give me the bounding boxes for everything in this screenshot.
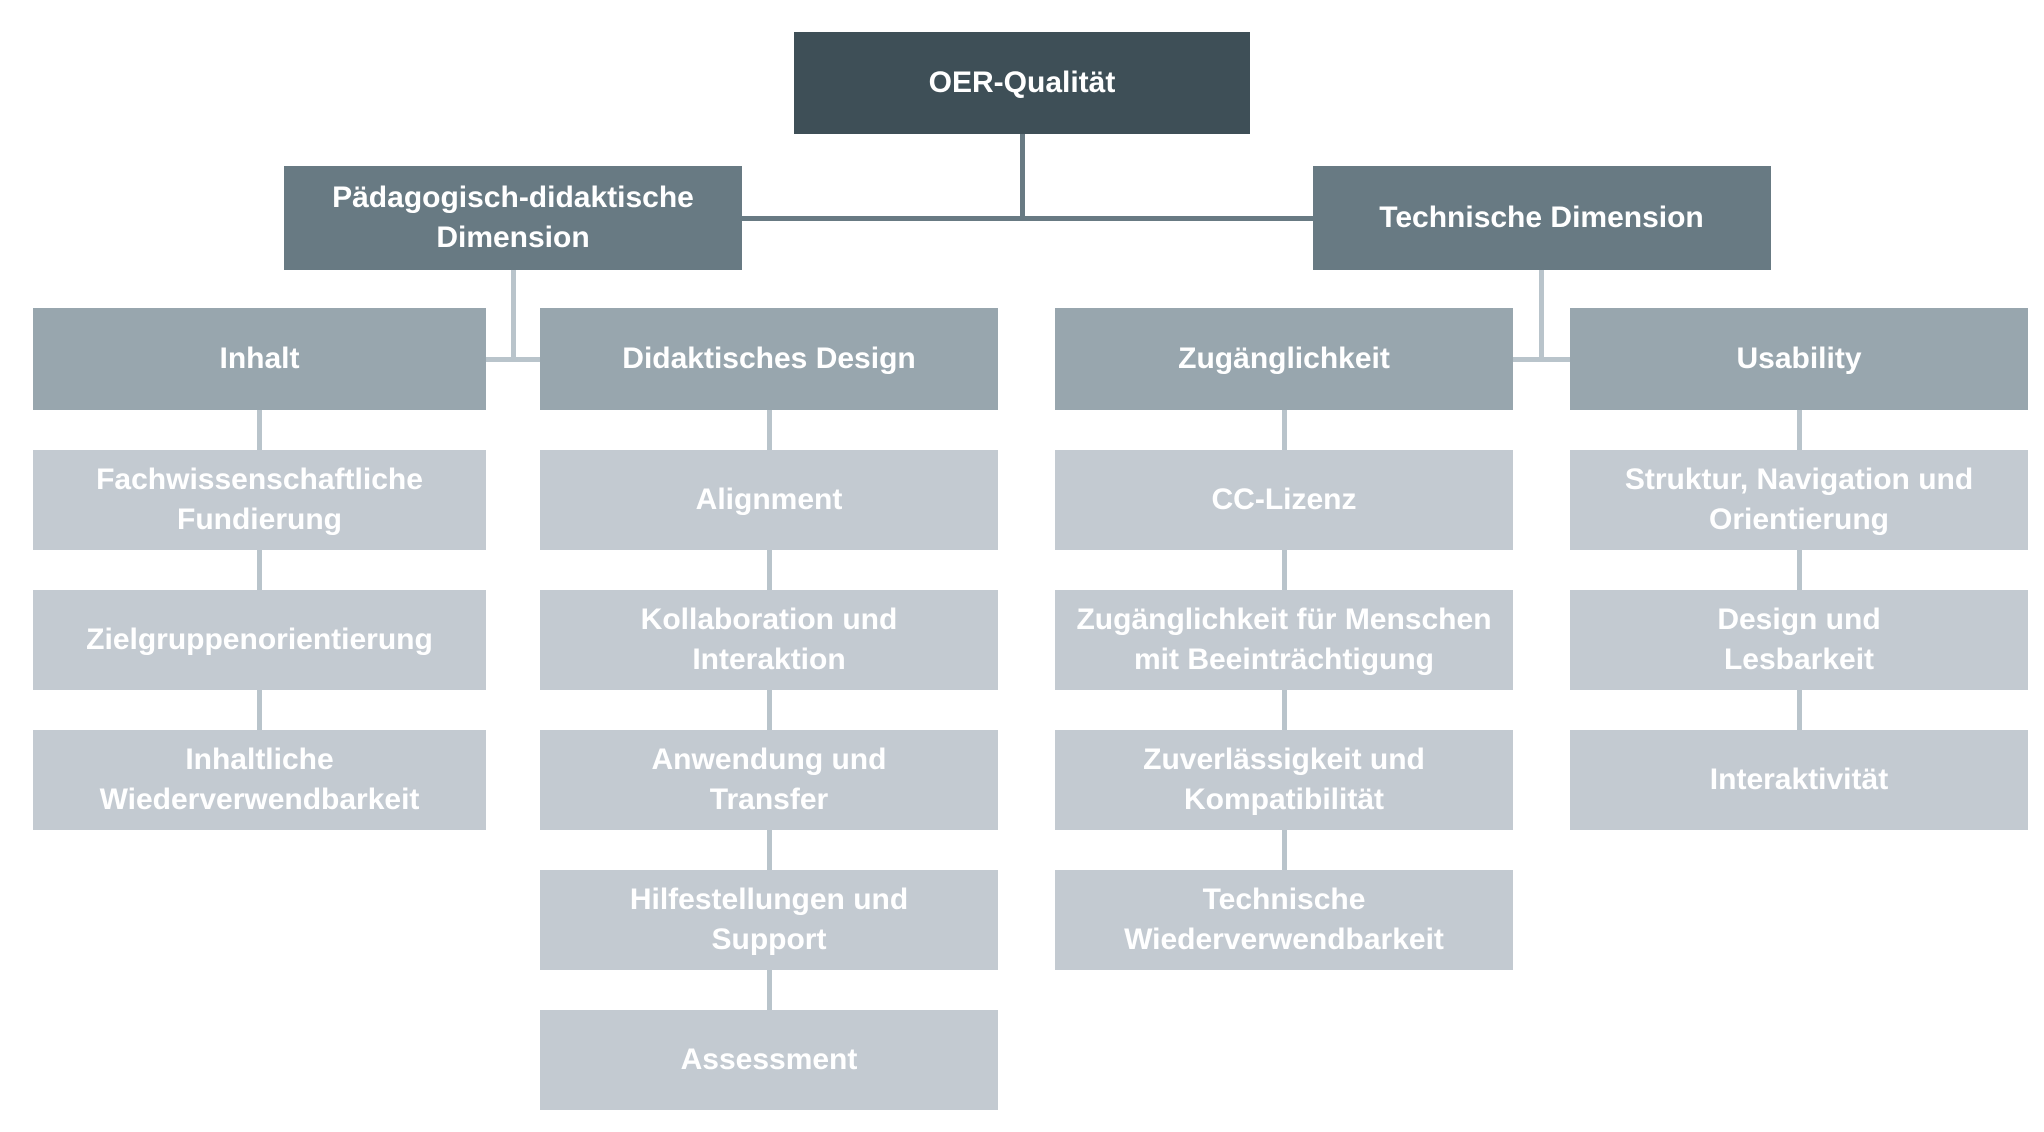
node-label-line: OER-Qualität <box>928 66 1116 99</box>
node-label-line: Assessment <box>680 1043 858 1076</box>
node-label-line: Kompatibilität <box>1184 783 1384 816</box>
connector-dim-0-vertical <box>510 270 516 362</box>
node-label-line: Pädagogisch-didaktische <box>332 181 694 214</box>
node-label-line: Support <box>711 923 827 956</box>
node-label-line: Struktur, Navigation und <box>1624 463 1974 496</box>
criterion-box-3-2: Interaktivität <box>1570 730 2028 830</box>
node-label-line: CC-Lizenz <box>1211 483 1357 516</box>
category-header-2: Zugänglichkeit <box>1055 308 1513 410</box>
connector-dim-1-horizontal <box>1513 356 1570 362</box>
node-label-line: Kollaboration und <box>640 603 898 636</box>
connector-col-2-0 <box>1281 410 1287 450</box>
node-label-line: Dimension <box>436 221 590 254</box>
connector-col-1-0 <box>766 410 772 450</box>
node-label-line: mit Beeinträchtigung <box>1133 643 1434 676</box>
node-label-line: Interaktivität <box>1709 763 1889 796</box>
dimension-node-1: Technische Dimension <box>1312 166 1771 270</box>
criterion-box-1-4: Assessment <box>540 1010 998 1110</box>
connector-dim-1-vertical <box>1539 270 1544 362</box>
node-label-line: Technische Dimension <box>1379 201 1704 234</box>
node-label-line: Usability <box>1736 342 1862 375</box>
node-label-line: Transfer <box>709 783 829 816</box>
connector-col-1-1 <box>766 550 772 590</box>
connector-col-1-2 <box>766 690 772 730</box>
criterion-box-2-1: Zugänglichkeit für Menschen mit Beeinträc… <box>1055 590 1513 690</box>
node-label-line: Interaktion <box>692 643 846 676</box>
node-label-line: Inhaltliche <box>185 743 334 776</box>
connector-col-0-0 <box>257 410 262 450</box>
node-label-line: Inhalt <box>219 342 300 375</box>
connector-col-2-3 <box>1281 830 1287 870</box>
node-label-line: Technische <box>1202 883 1366 916</box>
node-label-line: Orientierung <box>1708 503 1889 536</box>
connector-col-1-3 <box>766 830 772 870</box>
node-label-line: Fachwissenschaftliche <box>96 463 423 496</box>
connector-col-0-1 <box>257 550 262 590</box>
node-label-line: Zugänglichkeit für Menschen <box>1076 603 1492 636</box>
criterion-box-2-0: CC-Lizenz <box>1055 450 1513 550</box>
node-label-line: Design und <box>1717 603 1881 636</box>
category-header-0: Inhalt <box>33 308 486 410</box>
connector-col-0-2 <box>257 690 262 730</box>
connector-col-1-4 <box>766 970 772 1010</box>
node-label-line: Wiederverwendbarkeit <box>1124 923 1444 956</box>
connector-root-vertical <box>1019 134 1025 221</box>
connector-col-3-0 <box>1796 410 1802 450</box>
node-label-line: Zielgruppenorientierung <box>86 623 433 656</box>
connector-col-2-2 <box>1281 690 1287 730</box>
node-label-line: Zugänglichkeit <box>1178 342 1390 375</box>
node-label-line: Wiederverwendbarkeit <box>99 783 420 816</box>
category-header-3: Usability <box>1570 308 2028 410</box>
connector-dim-0-horizontal <box>486 356 540 362</box>
node-label-line: Alignment <box>695 483 843 516</box>
category-header-1: Didaktisches Design <box>540 308 998 410</box>
node-label-line: Lesbarkeit <box>1723 643 1875 676</box>
node-label-line: Fundierung <box>177 503 342 536</box>
node-label-line: Zuverlässigkeit und <box>1143 743 1425 776</box>
connector-col-3-1 <box>1796 550 1802 590</box>
criterion-box-0-1: Zielgruppenorientierung <box>33 590 486 690</box>
connector-root-horizontal <box>742 215 1313 221</box>
node-label-line: Didaktisches Design <box>622 342 916 375</box>
connector-col-2-1 <box>1281 550 1287 590</box>
node-label-line: Hilfestellungen und <box>629 883 909 916</box>
node-label-line: Anwendung und <box>651 743 887 776</box>
root-node-oer-qualitaet: OER-Qualität <box>794 32 1250 134</box>
connector-col-3-2 <box>1796 690 1802 730</box>
criterion-box-1-0: Alignment <box>540 450 998 550</box>
